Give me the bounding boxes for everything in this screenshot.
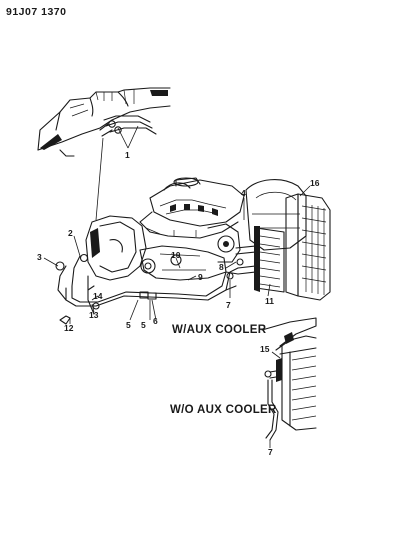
callout-12: 12 bbox=[64, 323, 74, 333]
caption-without-aux-cooler: W/O AUX COOLER bbox=[170, 404, 277, 416]
radiator-with-aux-cooler bbox=[235, 179, 331, 301]
callout-1: 1 bbox=[125, 150, 130, 160]
caption-with-aux-cooler: W/AUX COOLER bbox=[172, 324, 267, 336]
cooler-lines bbox=[55, 253, 244, 325]
callout-labels: 1 2 3 4 5 5 6 7 7 8 9 10 11 12 13 14 15 … bbox=[37, 150, 320, 457]
inset-reference-line bbox=[95, 137, 104, 221]
transmission-detail-inset bbox=[37, 87, 171, 157]
callout-7-inset: 7 bbox=[268, 447, 273, 457]
callout-9: 9 bbox=[198, 272, 203, 282]
callout-16: 16 bbox=[310, 178, 320, 188]
callout-2: 2 bbox=[68, 228, 73, 238]
callout-3: 3 bbox=[37, 252, 42, 262]
callout-14: 14 bbox=[93, 291, 103, 301]
radiator-without-aux-cooler-inset bbox=[261, 317, 317, 441]
engine-and-transmission bbox=[85, 177, 245, 281]
callout-4: 4 bbox=[241, 188, 246, 198]
leader-lines bbox=[43, 125, 311, 448]
callout-15: 15 bbox=[260, 344, 270, 354]
document-id: 91J07 1370 bbox=[6, 6, 66, 18]
callout-10: 10 bbox=[171, 250, 181, 260]
callout-8: 8 bbox=[219, 262, 224, 272]
callout-6: 6 bbox=[153, 316, 158, 326]
callout-11: 11 bbox=[265, 296, 274, 306]
callout-13: 13 bbox=[89, 310, 99, 320]
callout-5a: 5 bbox=[126, 320, 131, 330]
callout-7-main: 7 bbox=[226, 300, 231, 310]
callout-5b: 5 bbox=[141, 320, 146, 330]
